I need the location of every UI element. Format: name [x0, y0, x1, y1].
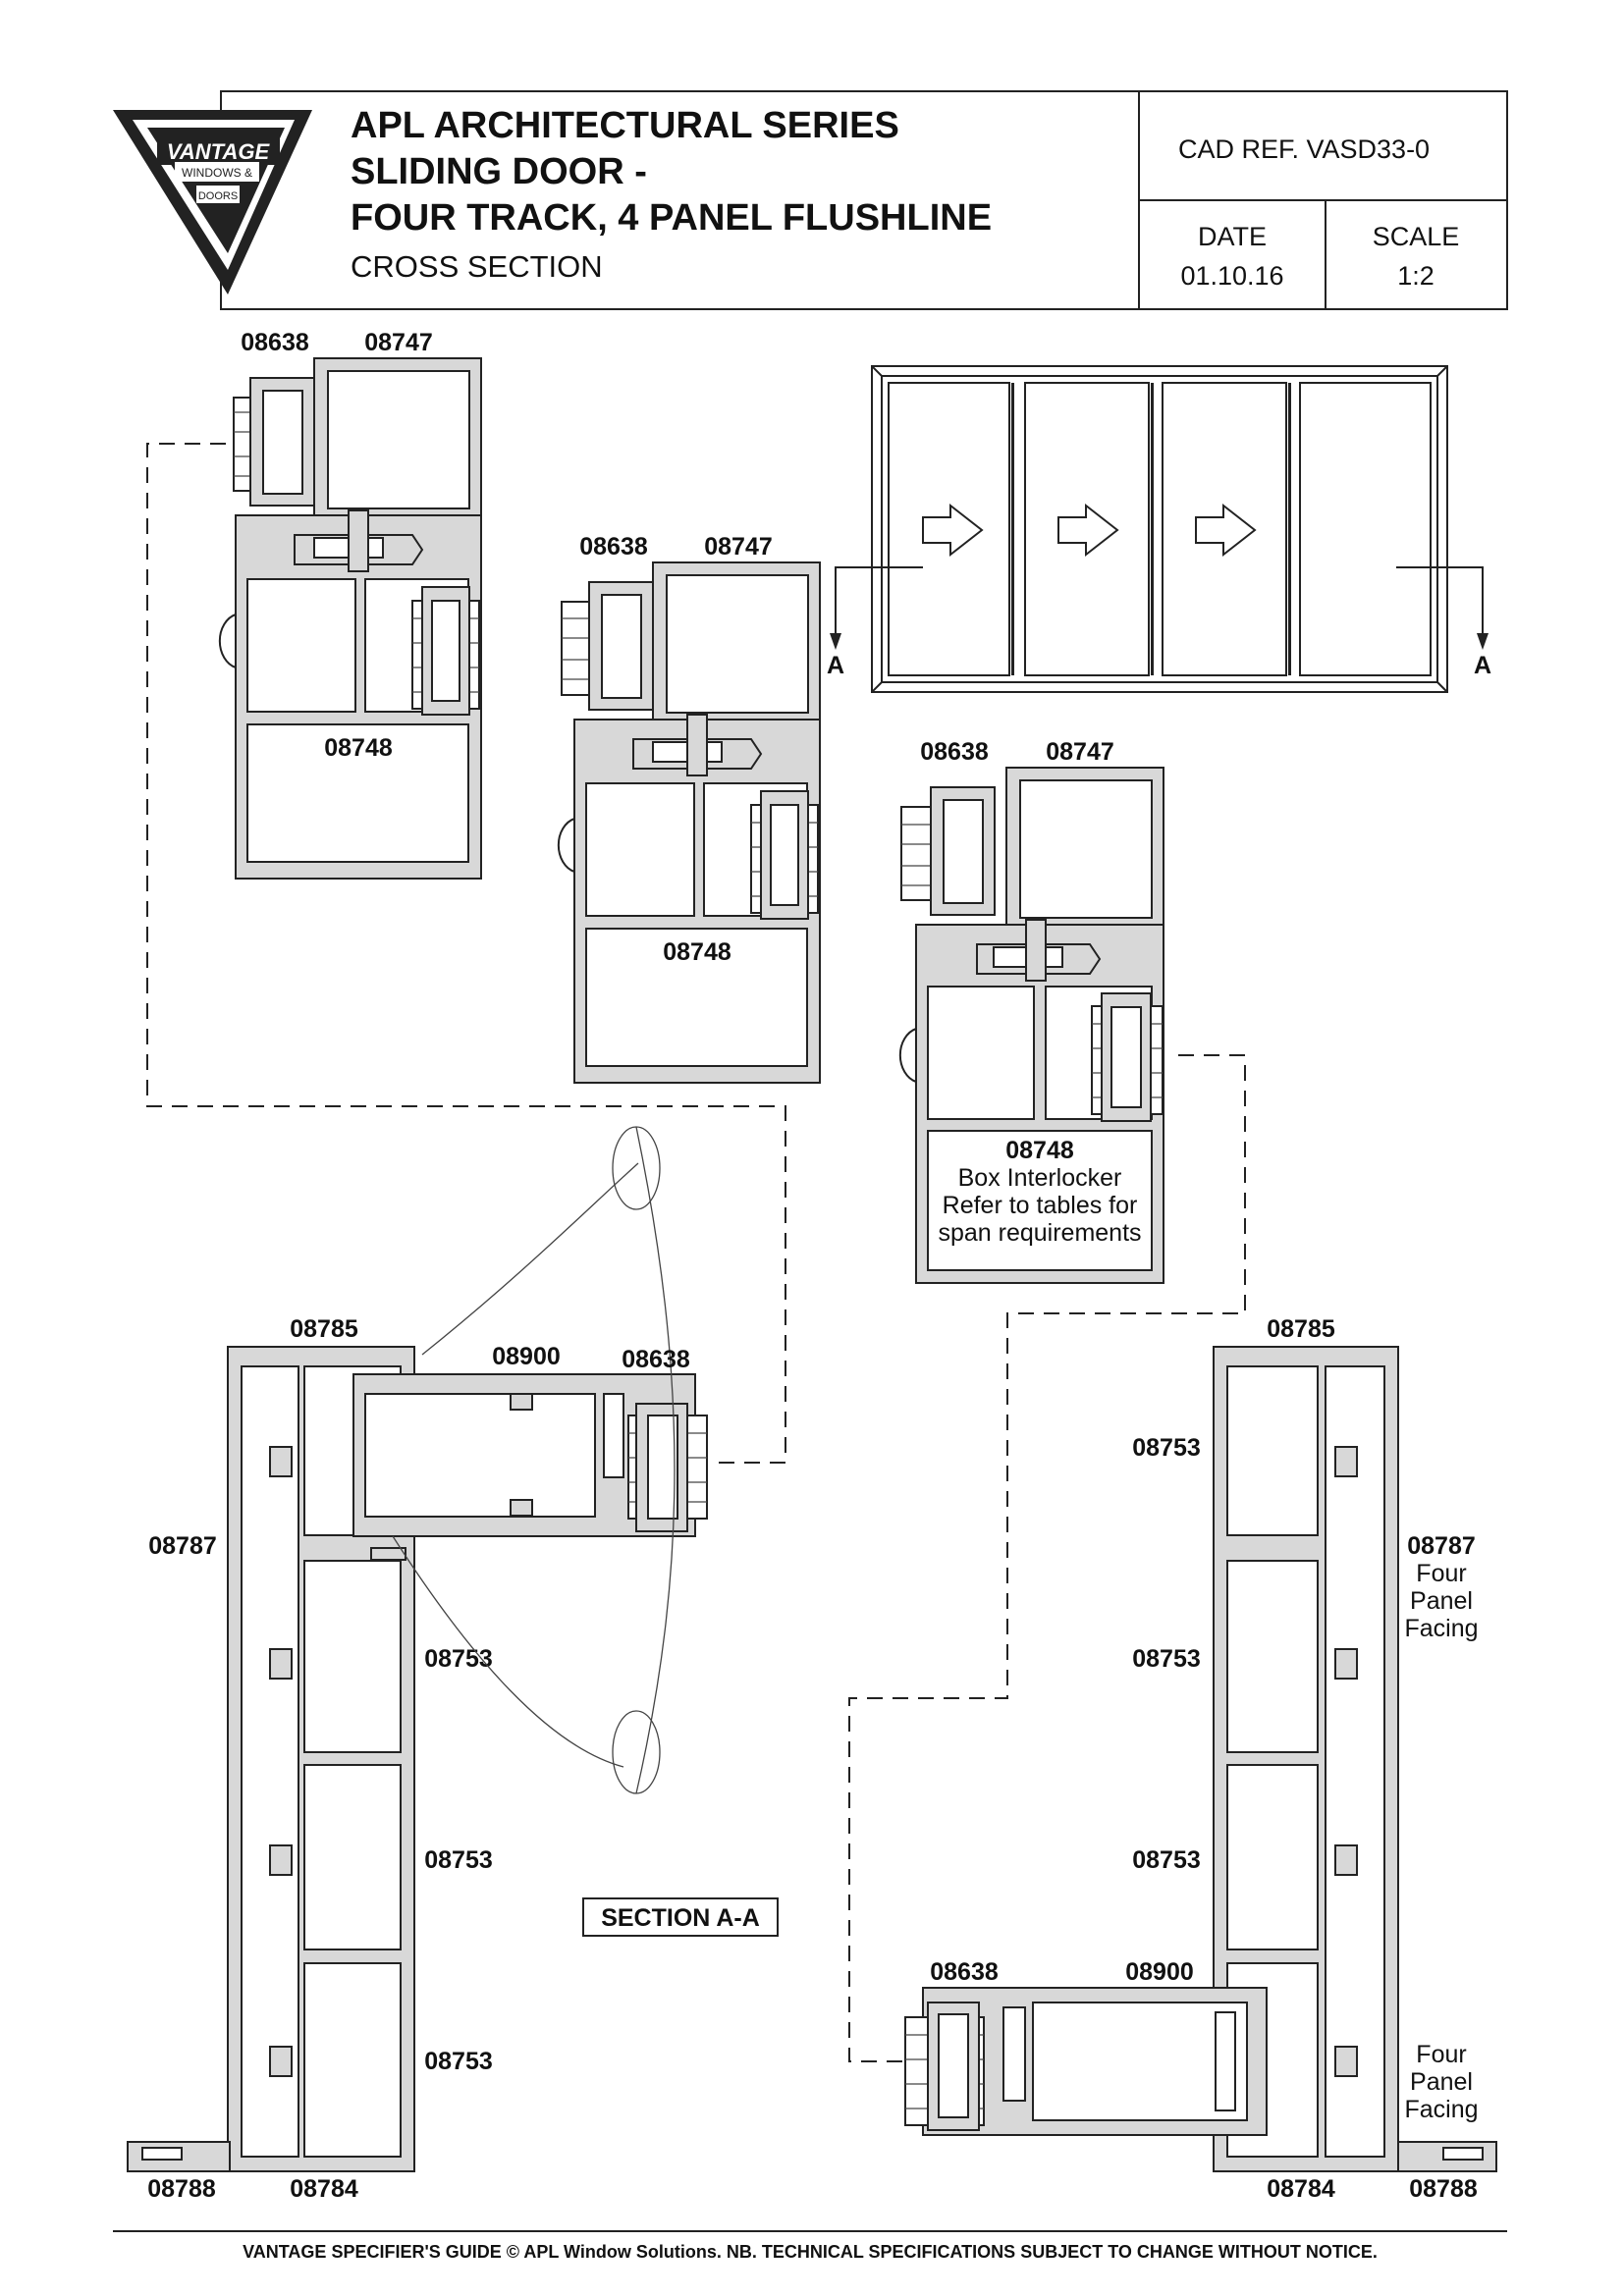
title-block: APL ARCHITECTURAL SERIES SLIDING DOOR - … — [220, 90, 1508, 310]
footer: VANTAGE SPECIFIER'S GUIDE © APL Window S… — [113, 2230, 1507, 2262]
label-08638-b: 08638 — [579, 533, 648, 561]
label-08787-right: 08787 — [1407, 1532, 1476, 1560]
interlock-section-1: 08638 08747 08748 — [218, 329, 482, 880]
label-08788-right: 08788 — [1409, 2175, 1478, 2203]
scale-value: 1:2 — [1397, 261, 1435, 291]
label-08753-right-3: 08753 — [1132, 1846, 1201, 1874]
label-08787-left: 08787 — [148, 1532, 217, 1560]
label-08785-right: 08785 — [1267, 1315, 1335, 1343]
date-label: DATE — [1198, 222, 1267, 251]
vantage-logo: VANTAGE WINDOWS & DOORS — [113, 110, 312, 294]
title-line-3: FOUR TRACK, 4 PANEL FLUSHLINE — [351, 197, 992, 239]
label-08638-left: 08638 — [622, 1346, 690, 1373]
section-mark-right: A — [1474, 652, 1491, 679]
logo-sub-1: WINDOWS & — [182, 166, 252, 180]
logo-sub-2: DOORS — [198, 190, 238, 202]
label-08747-a: 08747 — [364, 329, 433, 356]
label-08900-right: 08900 — [1125, 1958, 1194, 1986]
interlock-section-3: 08638 08747 08748 Box Interlocker Refer … — [898, 738, 1164, 1284]
section-connectors — [146, 443, 1246, 2062]
label-08785-left: 08785 — [290, 1315, 358, 1343]
door-elevation: A A — [827, 365, 1491, 693]
label-08638-c: 08638 — [920, 738, 989, 766]
section-title-box: SECTION A-A — [582, 1897, 779, 1937]
label-08753-left-3: 08753 — [424, 2048, 493, 2075]
label-08747-b: 08747 — [704, 533, 773, 561]
label-facing-panel-2: Panel — [1410, 2068, 1473, 2096]
logo-brand: VANTAGE — [167, 139, 271, 164]
label-08753-right-2: 08753 — [1132, 1645, 1201, 1673]
title-line-2: SLIDING DOOR - — [351, 151, 647, 192]
footer-text: VANTAGE SPECIFIER'S GUIDE © APL Window S… — [243, 2242, 1378, 2262]
label-08638-right: 08638 — [930, 1958, 999, 1986]
right-stile-section: 08638 08900 — [904, 1958, 1268, 2136]
label-08748-c: 08748 — [1005, 1137, 1074, 1164]
label-08753-right-1: 08753 — [1132, 1434, 1201, 1462]
label-08748-note-1: Box Interlocker — [958, 1164, 1122, 1192]
label-08747-c: 08747 — [1046, 738, 1114, 766]
label-08784-left: 08784 — [290, 2175, 358, 2203]
title-subtitle: CROSS SECTION — [351, 249, 603, 284]
section-mark-left: A — [827, 652, 844, 679]
label-08748-a: 08748 — [324, 734, 393, 762]
label-08748-note-3: span requirements — [938, 1219, 1141, 1247]
label-facing-facing-1: Facing — [1404, 1615, 1478, 1642]
label-facing-four-1: Four — [1416, 1560, 1466, 1587]
label-08788-left: 08788 — [147, 2175, 216, 2203]
title-line-1: APL ARCHITECTURAL SERIES — [351, 105, 899, 146]
left-stile-section: 08900 08638 — [352, 1126, 708, 1794]
slide-arrow-1-icon — [922, 503, 984, 558]
label-08748-b: 08748 — [663, 938, 731, 966]
label-facing-panel-1: Panel — [1410, 1587, 1473, 1615]
slide-arrow-3-icon — [1195, 503, 1257, 558]
label-08753-left-2: 08753 — [424, 1846, 493, 1874]
date-value: 01.10.16 — [1180, 261, 1283, 291]
slide-arrow-2-icon — [1057, 503, 1119, 558]
label-08784-right: 08784 — [1267, 2175, 1335, 2203]
label-08900-left: 08900 — [492, 1343, 561, 1370]
label-facing-four-2: Four — [1416, 2041, 1466, 2068]
label-08638-a: 08638 — [241, 329, 309, 356]
cad-ref: CAD REF. VASD33-0 — [1178, 134, 1430, 164]
scale-label: SCALE — [1373, 222, 1460, 251]
interlock-section-2: 08638 08747 08748 — [557, 533, 821, 1084]
label-facing-facing-2: Facing — [1404, 2096, 1478, 2123]
section-title: SECTION A-A — [601, 1904, 760, 1932]
label-08748-note-2: Refer to tables for — [943, 1192, 1138, 1219]
